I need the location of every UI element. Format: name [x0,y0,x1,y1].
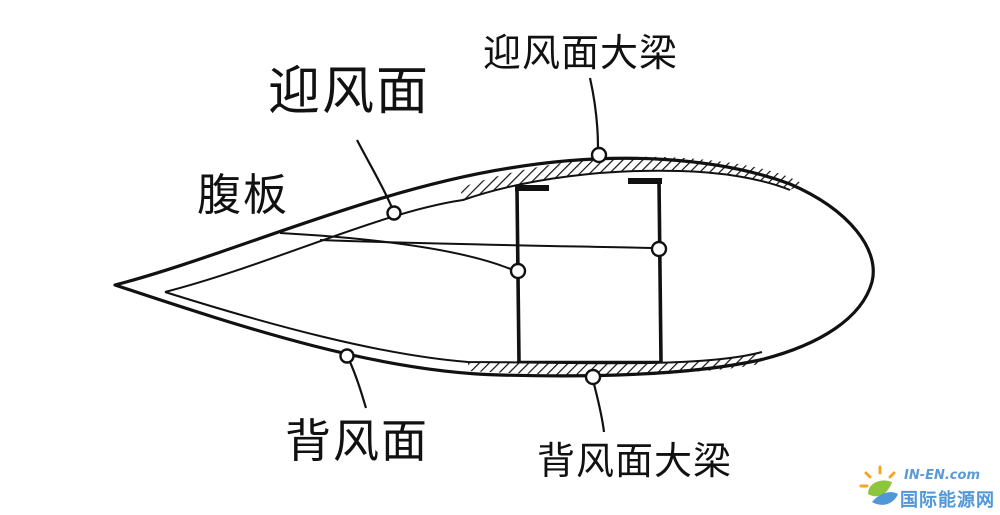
callout-dot-spar-bottom [584,368,602,386]
callout-dot-web-front [509,262,527,280]
leader-spar-top [588,77,600,149]
sun-leaf-icon [859,465,898,505]
shear-web-rear [657,179,663,363]
windward-spar-cap-band [460,156,803,200]
label-windward-surface: 迎风面 [268,62,431,122]
web-rear-top-cap [628,178,662,184]
airfoil-outer-skin [113,156,875,378]
label-windward-spar-cap: 迎风面大梁 [483,31,679,75]
label-leeward-spar-cap: 背风面大梁 [537,439,733,483]
callout-dot-web-rear [650,240,668,258]
callout-dot-spar-top [590,146,608,164]
watermark-brand-en: IN-EN.com [904,468,980,483]
watermark-brand-cn: 国际能源网 [900,490,995,511]
leeward-inner-skin [164,291,763,365]
leader-leeward [348,361,368,409]
callout-dot-leeward [339,348,355,364]
leader-windward [356,139,394,209]
label-leeward-surface: 背风面 [285,414,429,468]
windward-inner-skin [164,169,791,293]
callout-dot-windward [386,205,402,221]
leader-web-2 [319,239,655,249]
web-front-top-cap [515,185,549,191]
leader-web-1 [279,232,514,271]
label-shear-web: 腹板 [197,170,289,221]
watermark-logo: IN-EN.com 国际能源网 [858,462,998,512]
leader-spar-bottom [592,383,606,433]
